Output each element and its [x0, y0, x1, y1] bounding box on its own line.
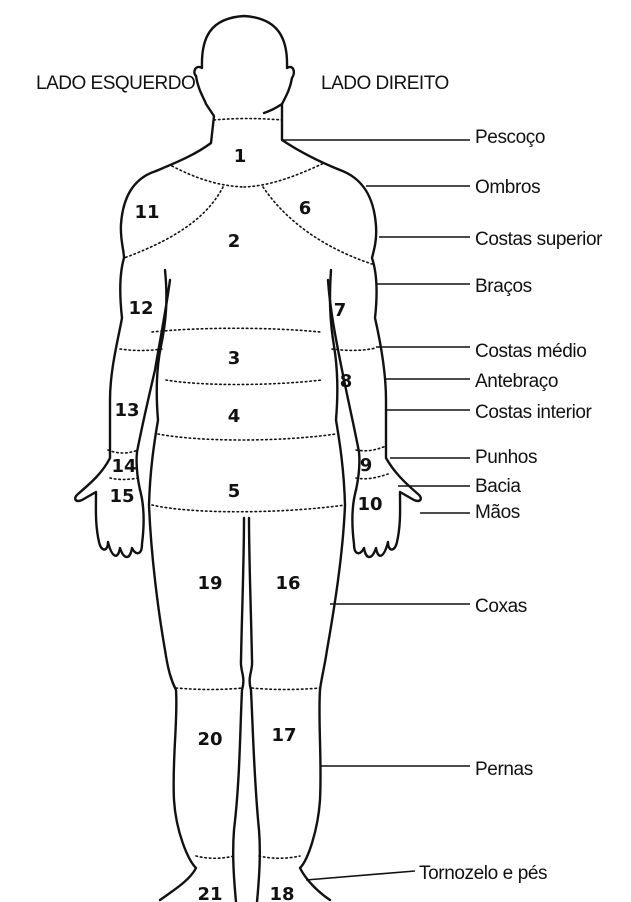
head-outline [194, 16, 293, 113]
waist-line-1 [152, 328, 320, 332]
right-knee-line [252, 688, 320, 690]
zone-number: 18 [269, 884, 294, 902]
zone-number: 3 [228, 348, 241, 369]
zone-number: 1 [234, 146, 247, 167]
zone-number: 4 [228, 406, 241, 427]
zone-number: 2 [228, 231, 241, 252]
inner-leg-left-outline [233, 518, 244, 902]
inner-leg-right-outline [249, 518, 260, 902]
left-knee-line [176, 688, 242, 690]
waist-line-3 [158, 434, 336, 440]
zone-number: 14 [111, 456, 136, 477]
zone-number: 13 [114, 400, 139, 421]
left-wrist-line-1 [108, 450, 138, 453]
zone-number: 5 [228, 481, 241, 502]
right-torso-outline [300, 270, 345, 900]
region-label-costas-interior: Costas interior [475, 402, 593, 423]
left-ankle-line [196, 856, 234, 858]
region-label-maos: Mãos [475, 502, 520, 523]
zone-number: 16 [275, 573, 300, 594]
shoulder-line-left [172, 166, 244, 187]
region-label-punhos: Punhos [475, 447, 537, 468]
region-label-pernas: Pernas [475, 759, 533, 780]
right-ankle-line [259, 856, 300, 858]
zone-number: 12 [128, 298, 153, 319]
right-shoulder-arc [263, 187, 372, 264]
right-wrist-line-1 [356, 446, 386, 451]
region-labels: Pescoço Ombros Costas superior Braços Co… [419, 127, 603, 884]
zone-number: 9 [360, 455, 373, 476]
region-label-bracos: Braços [475, 276, 532, 297]
left-side-header: LADO ESQUERDO [36, 73, 195, 94]
zone-number: 6 [299, 198, 312, 219]
neck-right-outline [282, 104, 340, 170]
left-wrist-line-2 [110, 478, 138, 480]
neck-line [214, 119, 282, 121]
region-label-pescoco: Pescoço [475, 127, 545, 148]
region-label-coxas: Coxas [475, 596, 527, 617]
zone-number: 11 [134, 202, 159, 223]
region-label-costas-superior: Costas superior [475, 229, 603, 250]
waist-line-2 [166, 380, 322, 385]
shoulder-line-right [244, 164, 322, 187]
zone-number: 20 [197, 729, 222, 750]
region-label-ombros: Ombros [475, 177, 540, 198]
region-label-costas-medio: Costas médio [475, 341, 586, 362]
leader-tornozelo [306, 871, 415, 880]
region-label-tornozelo-e-pes: Tornozelo e pés [419, 863, 547, 884]
right-side-header: LADO DIREITO [321, 73, 449, 94]
hip-line [152, 505, 345, 512]
zone-number: 19 [197, 573, 222, 594]
region-label-bacia: Bacia [475, 476, 521, 497]
zone-number: 10 [357, 494, 382, 515]
zone-number: 8 [340, 371, 353, 392]
left-arm-line [120, 349, 162, 351]
region-label-antebraco: Antebraço [475, 371, 558, 392]
zone-number: 21 [197, 884, 222, 902]
zone-number: 15 [109, 486, 134, 507]
zone-number: 17 [271, 725, 296, 746]
zone-number: 7 [334, 300, 347, 321]
